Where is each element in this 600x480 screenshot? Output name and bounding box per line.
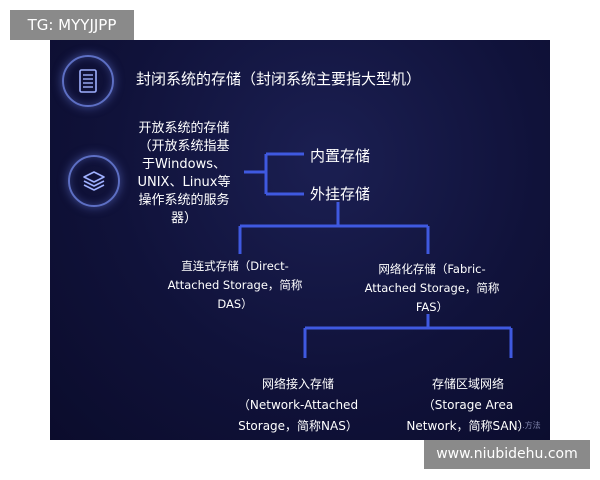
- server-rack-icon: [62, 55, 114, 107]
- fas-description: 网络化存储（Fabric- Attached Storage，简称 FAS）: [364, 262, 500, 314]
- layers-icon: [68, 155, 120, 207]
- das-description: 直连式存储（Direct- Attached Storage，简称 DAS）: [167, 259, 303, 311]
- closed-system-title: 封闭系统的存储（封闭系统主要指大型机）: [136, 70, 422, 88]
- bottom-url-tag: www.niubidehu.com: [424, 440, 590, 469]
- diagram-slide: [50, 40, 550, 440]
- watermark: ...方法: [517, 421, 541, 430]
- nas-description: 网络接入存储 （Network-Attached Storage，简称NAS）: [237, 377, 359, 433]
- san-description: 存储区域网络 （Storage Area Network，简称SAN）: [406, 377, 530, 433]
- external-storage-label: 外挂存储: [310, 185, 371, 203]
- builtin-storage-label: 内置存储: [310, 147, 371, 165]
- open-system-description: 开放系统的存储 （开放系统指基 于Windows、 UNIX、Linux等 操作…: [137, 121, 231, 226]
- top-watermark-tag: TG: MYYJJPP: [10, 10, 134, 40]
